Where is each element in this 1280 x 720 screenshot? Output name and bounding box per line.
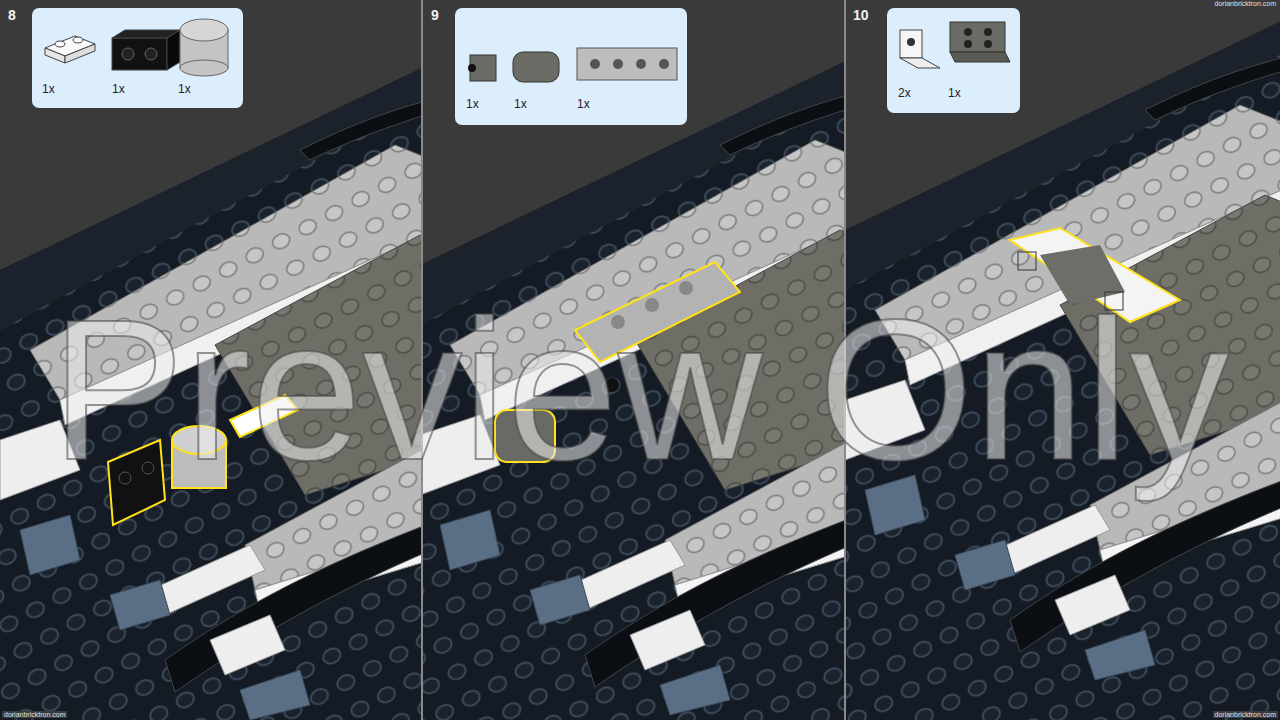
part-quantity: 1x bbox=[577, 97, 590, 111]
step-number: 9 bbox=[431, 7, 439, 23]
part-quantity: 1x bbox=[178, 82, 191, 96]
step-number: 8 bbox=[8, 7, 16, 23]
parts-callout: 2x 1x bbox=[887, 8, 1020, 113]
website-credit: dorianbricktron.com bbox=[1213, 0, 1278, 7]
part-quantity: 1x bbox=[466, 97, 479, 111]
step-number: 10 bbox=[853, 7, 869, 23]
parts-callout: 1x 1x 1x bbox=[455, 8, 687, 125]
part-quantity: 1x bbox=[42, 82, 55, 96]
website-credit: dorianbricktron.com bbox=[2, 711, 67, 718]
part-quantity: 1x bbox=[112, 82, 125, 96]
part-quantity: 2x bbox=[898, 86, 911, 100]
part-quantity: 1x bbox=[948, 86, 961, 100]
website-credit: dorianbricktron.com bbox=[1213, 711, 1278, 718]
part-quantity: 1x bbox=[514, 97, 527, 111]
watermark: Preview Only bbox=[51, 290, 1229, 490]
parts-callout: 1x 1x 1x bbox=[32, 8, 243, 108]
